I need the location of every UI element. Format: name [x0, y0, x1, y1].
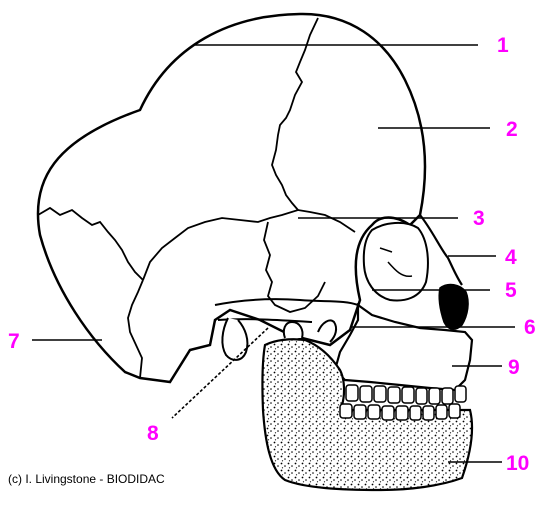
orbit [364, 223, 428, 301]
copyright-credit: (c) I. Livingstone - BIODIDAC [8, 472, 165, 486]
label-1: 1 [497, 34, 509, 57]
upper-teeth [346, 385, 466, 404]
nasal-aperture [439, 285, 468, 330]
label-2: 2 [506, 118, 518, 141]
mastoid-process [222, 318, 247, 360]
label-4: 4 [505, 246, 517, 269]
label-3: 3 [473, 207, 485, 230]
label-9: 9 [508, 356, 520, 379]
label-5: 5 [505, 279, 517, 302]
label-8: 8 [147, 422, 159, 445]
label-7: 7 [8, 330, 20, 353]
label-10: 10 [506, 452, 529, 475]
label-6: 6 [524, 316, 536, 339]
lower-teeth [340, 404, 460, 420]
